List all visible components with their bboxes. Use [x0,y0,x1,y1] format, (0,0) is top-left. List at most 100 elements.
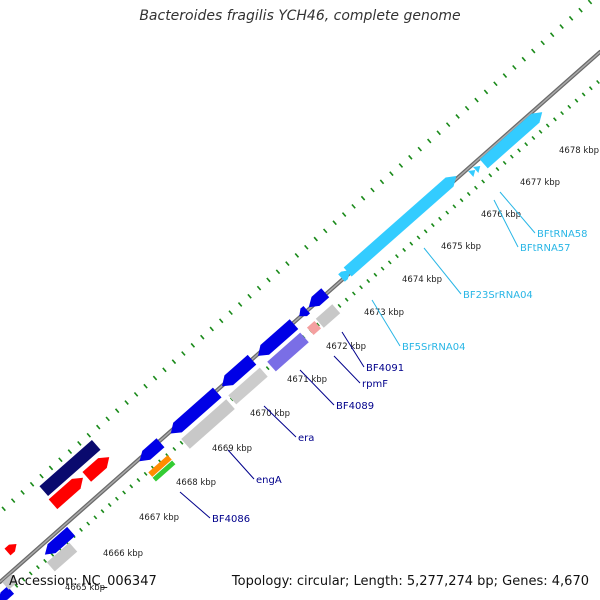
outer-tick [29,481,35,487]
outer-tick [408,154,413,160]
outer-tick [360,195,366,201]
outer-tick [209,326,214,332]
outer-tick [143,383,148,389]
inner-tick [351,291,356,296]
cds-feature [258,319,299,356]
pseudo-feature [315,304,341,328]
leader-line [499,191,536,234]
cds-feature [44,526,76,555]
outer-tick [549,32,555,38]
outer-tick [512,64,517,70]
inner-tick [423,229,428,234]
inner-tick [136,478,141,483]
outer-tick [445,122,451,128]
outer-tick [96,424,101,430]
kbp-label: 4666 kbp [103,549,143,559]
inner-tick [588,86,593,91]
inner-tick [488,173,493,178]
inner-tick [474,185,478,190]
inner-tick [459,198,464,203]
cds-feature [222,354,257,387]
pseudo-feature [181,399,235,449]
kbp-label: 4677 kbp [520,178,560,188]
inner-tick [553,117,557,122]
gene-label: BF5SrRNA04 [402,342,465,353]
inner-tick [502,160,507,165]
outer-tick [58,457,63,463]
inner-tick [481,179,486,184]
outer-tick [285,261,290,266]
inner-tick [122,490,126,495]
inner-tick [538,129,543,134]
outer-tick [436,130,441,136]
outer-tick [162,367,167,373]
kbp-label: 4674 kbp [402,275,442,285]
inner-tick [265,366,270,371]
outer-tick [1,506,6,512]
inner-tick [509,154,514,159]
inner-tick [114,496,119,501]
kbp-label: 4665 kbp [65,583,105,593]
leader-line [493,199,519,248]
rrna-23s-feature [343,176,457,277]
outer-tick [304,244,309,250]
inner-tick [517,148,521,153]
kbp-label: 4672 kbp [326,342,366,352]
inner-tick [100,509,105,514]
inner-tick [28,571,33,576]
inner-tick [380,266,385,271]
inner-tick [409,241,414,246]
outer-tick [77,441,82,446]
gene-label: BFtRNA57 [520,243,571,254]
inner-tick [107,502,112,507]
gene-label: BF4086 [212,514,250,525]
trna-feature-small [468,170,476,177]
outer-tick [322,228,328,234]
cds-feature [299,305,311,317]
outer-tick [200,334,205,340]
gene-label: rpmF [362,379,388,390]
pseudo-feature [228,367,268,405]
kbp-label: 4676 kbp [481,210,521,220]
kbp-label: 4670 kbp [250,409,290,419]
leader-line [179,491,211,519]
inner-tick [466,191,471,196]
outer-tick [578,7,583,13]
outer-tick [48,465,54,471]
outer-tick [86,432,92,438]
cds-feature [0,586,15,600]
gene-label: era [298,433,314,444]
inner-tick [172,446,177,452]
outer-tick [181,351,186,356]
outer-tick [114,408,120,414]
outer-tick [294,252,300,258]
outer-tick [39,473,44,479]
cds-rpmF-feature [267,332,309,372]
inner-tick [596,79,600,85]
cds-green-feature [152,460,176,482]
kbp-label: 4668 kbp [176,478,216,488]
inner-tick [531,135,536,141]
outer-tick [152,375,158,381]
outer-tick [171,359,177,365]
outer-tick [20,490,25,495]
backbone-highlight [0,51,600,583]
inner-tick [438,216,442,221]
genome-summary: Topology: circular; Length: 5,277,274 bp… [231,574,589,589]
cds-dark-feature [39,439,101,497]
outer-tick [587,0,593,5]
outer-tick [67,449,73,455]
outer-tick [237,302,243,307]
leader-line [263,405,297,438]
outer-tick [332,220,337,226]
outer-tick [351,203,356,209]
leader-line [371,299,401,347]
outer-tick [559,24,564,29]
outer-tick [568,15,574,21]
map-title: Bacteroides fragilis YCH46, complete gen… [139,8,461,24]
cds-feature [308,288,330,308]
inner-tick [21,577,26,582]
inner-tick [43,558,48,563]
